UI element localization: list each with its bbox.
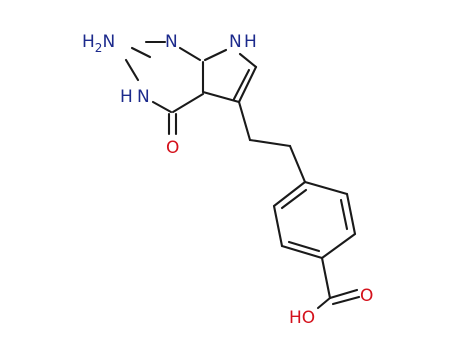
pyrrole-hydrogen-label: H: [244, 32, 257, 52]
bond-ar2-ar3: [345, 192, 357, 236]
acid-hydroxyl-label: HO: [289, 308, 315, 328]
bond-cooh-o: [328, 288, 359, 300]
bond-n7-c6: [238, 52, 258, 69]
bond-ar4-ar5-inner: [287, 240, 321, 253]
bond-c6-c5-double: [232, 68, 251, 101]
bond-ar1-ar2: [303, 180, 349, 196]
bond-ar4-cooh: [320, 256, 332, 300]
amino-group-label: H2N: [82, 32, 115, 55]
bond-ch2-aryl: [288, 144, 307, 184]
bond-ar2-ar3-inner: [339, 198, 349, 231]
ring-nh-hydrogen-label: H: [120, 87, 133, 107]
bond-c5-c4a: [201, 90, 241, 104]
bond-c2-n1-double: [130, 46, 152, 59]
bond-cooh-o-double: [331, 295, 361, 306]
bond-c6-c5: [237, 65, 258, 104]
acid-carbonyl-oxygen-label: O: [360, 286, 373, 306]
bonds: [124, 40, 361, 310]
bond-ar6-ar1: [272, 180, 307, 208]
bond-c2-n3: [124, 58, 140, 82]
pyrrole-nitrogen-label: N: [229, 32, 242, 52]
bond-cooh-oh: [316, 296, 332, 310]
bond-ch2-ch2: [248, 138, 292, 148]
bond-c5-ch2: [237, 100, 252, 142]
ring-nitrogen-label: N: [165, 32, 178, 52]
bond-c4-n3: [151, 100, 173, 114]
bond-ar4-ar5: [280, 244, 324, 260]
bond-ar6-ar1-inner: [280, 188, 308, 210]
bond-c4a-c4: [171, 92, 205, 114]
atom-labels: H2N N N H H N O O HO: [82, 32, 373, 328]
bond-ar3-ar4: [320, 232, 357, 260]
ring-nh-nitrogen-label: N: [137, 87, 150, 107]
carbonyl-oxygen-label: O: [166, 138, 179, 158]
bond-c7a-n7: [203, 48, 228, 62]
bond-n1-c7a: [178, 46, 202, 62]
bond-ar5-ar6: [272, 204, 284, 248]
